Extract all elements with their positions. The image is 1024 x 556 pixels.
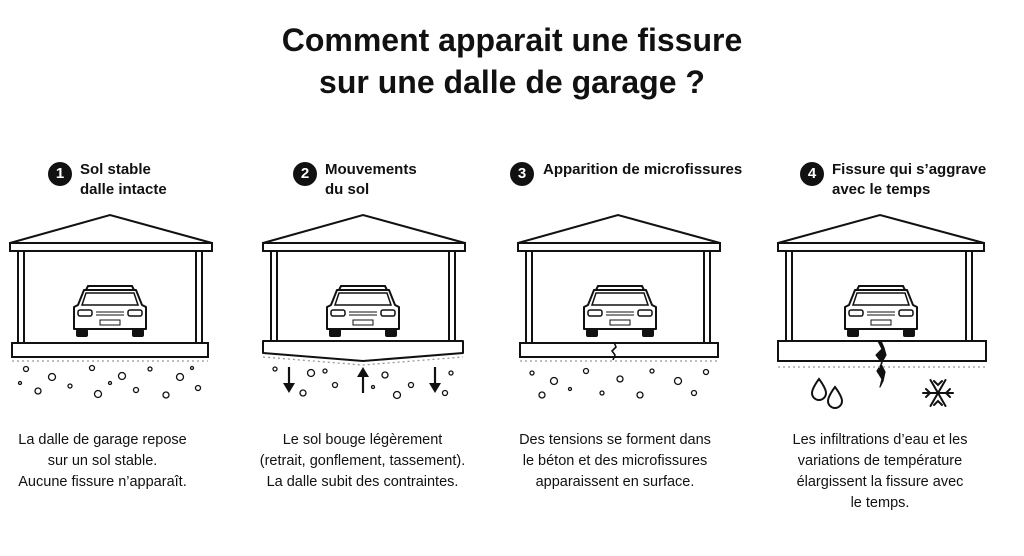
slab-icon <box>262 340 464 362</box>
step-heading-line: dalle intacte <box>80 181 167 198</box>
microcrack-illustration <box>517 213 721 399</box>
stable-garage-illustration <box>9 213 213 399</box>
arrow-down-icon <box>283 367 295 393</box>
step-description-line: Le sol bouge légèrement <box>282 432 443 448</box>
step-number-badge: 3 <box>510 162 534 186</box>
step-number-badge: 1 <box>48 162 72 186</box>
page-title-line-2: sur une dalle de garage ? <box>319 64 705 100</box>
step-panel-3: 3 Apparition de microfissures <box>510 150 760 550</box>
crack-icon <box>875 340 887 388</box>
worsening-crack-illustration <box>777 213 987 409</box>
slab-icon <box>519 342 719 358</box>
step-panel-1: 1 Sol stable dalle intacte <box>0 150 250 550</box>
step-description-line: La dalle subit des contraintes. <box>266 474 459 490</box>
step-description: Des tensions se forment dans le béton et… <box>510 430 720 493</box>
car-icon <box>326 285 400 337</box>
step-description-line: le temps. <box>850 495 910 511</box>
step-description-line: Les infiltrations d’eau et les <box>792 432 968 448</box>
water-drop-icon <box>810 377 844 409</box>
step-heading-line: Fissure qui s’aggrave <box>832 161 987 178</box>
step-heading: Sol stable dalle intacte <box>80 160 167 200</box>
step-description: Les infiltrations d’eau et les variation… <box>775 430 985 514</box>
step-number-badge: 2 <box>293 162 317 186</box>
step-panel-2: 2 Mouvements du sol <box>255 150 505 550</box>
ground-movement-illustration <box>262 213 466 400</box>
soil-icon <box>520 360 718 399</box>
step-heading: Fissure qui s’aggrave avec le temps <box>832 160 986 200</box>
carport-icon <box>517 213 721 344</box>
step-description: Le sol bouge légèrement (retrait, gonfle… <box>245 430 480 493</box>
microcrack-icon <box>610 341 617 361</box>
step-heading: Mouvements du sol <box>325 160 417 200</box>
step-heading-line: Sol stable <box>80 161 151 178</box>
carport-icon <box>777 213 985 342</box>
step-description-line: élargissent la fissure avec <box>796 474 964 490</box>
step-heading-line: du sol <box>325 181 370 198</box>
step-description-line: apparaissent en surface. <box>535 474 695 490</box>
step-description-line: le béton et des microfissures <box>522 453 708 469</box>
soil-icon <box>12 360 208 399</box>
slab-icon <box>11 342 209 358</box>
step-description-line: Aucune fissure n’apparaît. <box>18 474 187 490</box>
step-number-badge: 4 <box>800 162 824 186</box>
step-heading-line: avec le temps <box>832 181 931 198</box>
step-description-line: variations de température <box>797 453 963 469</box>
car-icon <box>844 285 918 337</box>
page-title-line-1: Comment apparait une fissure <box>281 22 743 58</box>
step-heading-line: Apparition de microfissures <box>543 161 743 178</box>
step-description-line: sur un sol stable. <box>47 453 158 469</box>
step-heading-line: Mouvements <box>325 161 417 178</box>
step-description: La dalle de garage repose sur un sol sta… <box>15 430 190 493</box>
step-description-line: La dalle de garage repose <box>18 432 187 448</box>
carport-icon <box>262 213 466 342</box>
car-icon <box>583 285 657 337</box>
step-panel-4: 4 Fissure qui s’aggrave avec le temps <box>770 150 1020 550</box>
arrow-down-icon <box>429 367 441 393</box>
snowflake-icon <box>922 379 954 407</box>
soil-icon <box>262 356 464 400</box>
step-heading: Apparition de microfissures <box>543 160 742 180</box>
arrow-up-icon <box>357 367 369 393</box>
step-description-line: Des tensions se forment dans <box>519 432 711 448</box>
step-description-line: (retrait, gonflement, tassement). <box>259 453 466 469</box>
car-icon <box>73 285 147 337</box>
